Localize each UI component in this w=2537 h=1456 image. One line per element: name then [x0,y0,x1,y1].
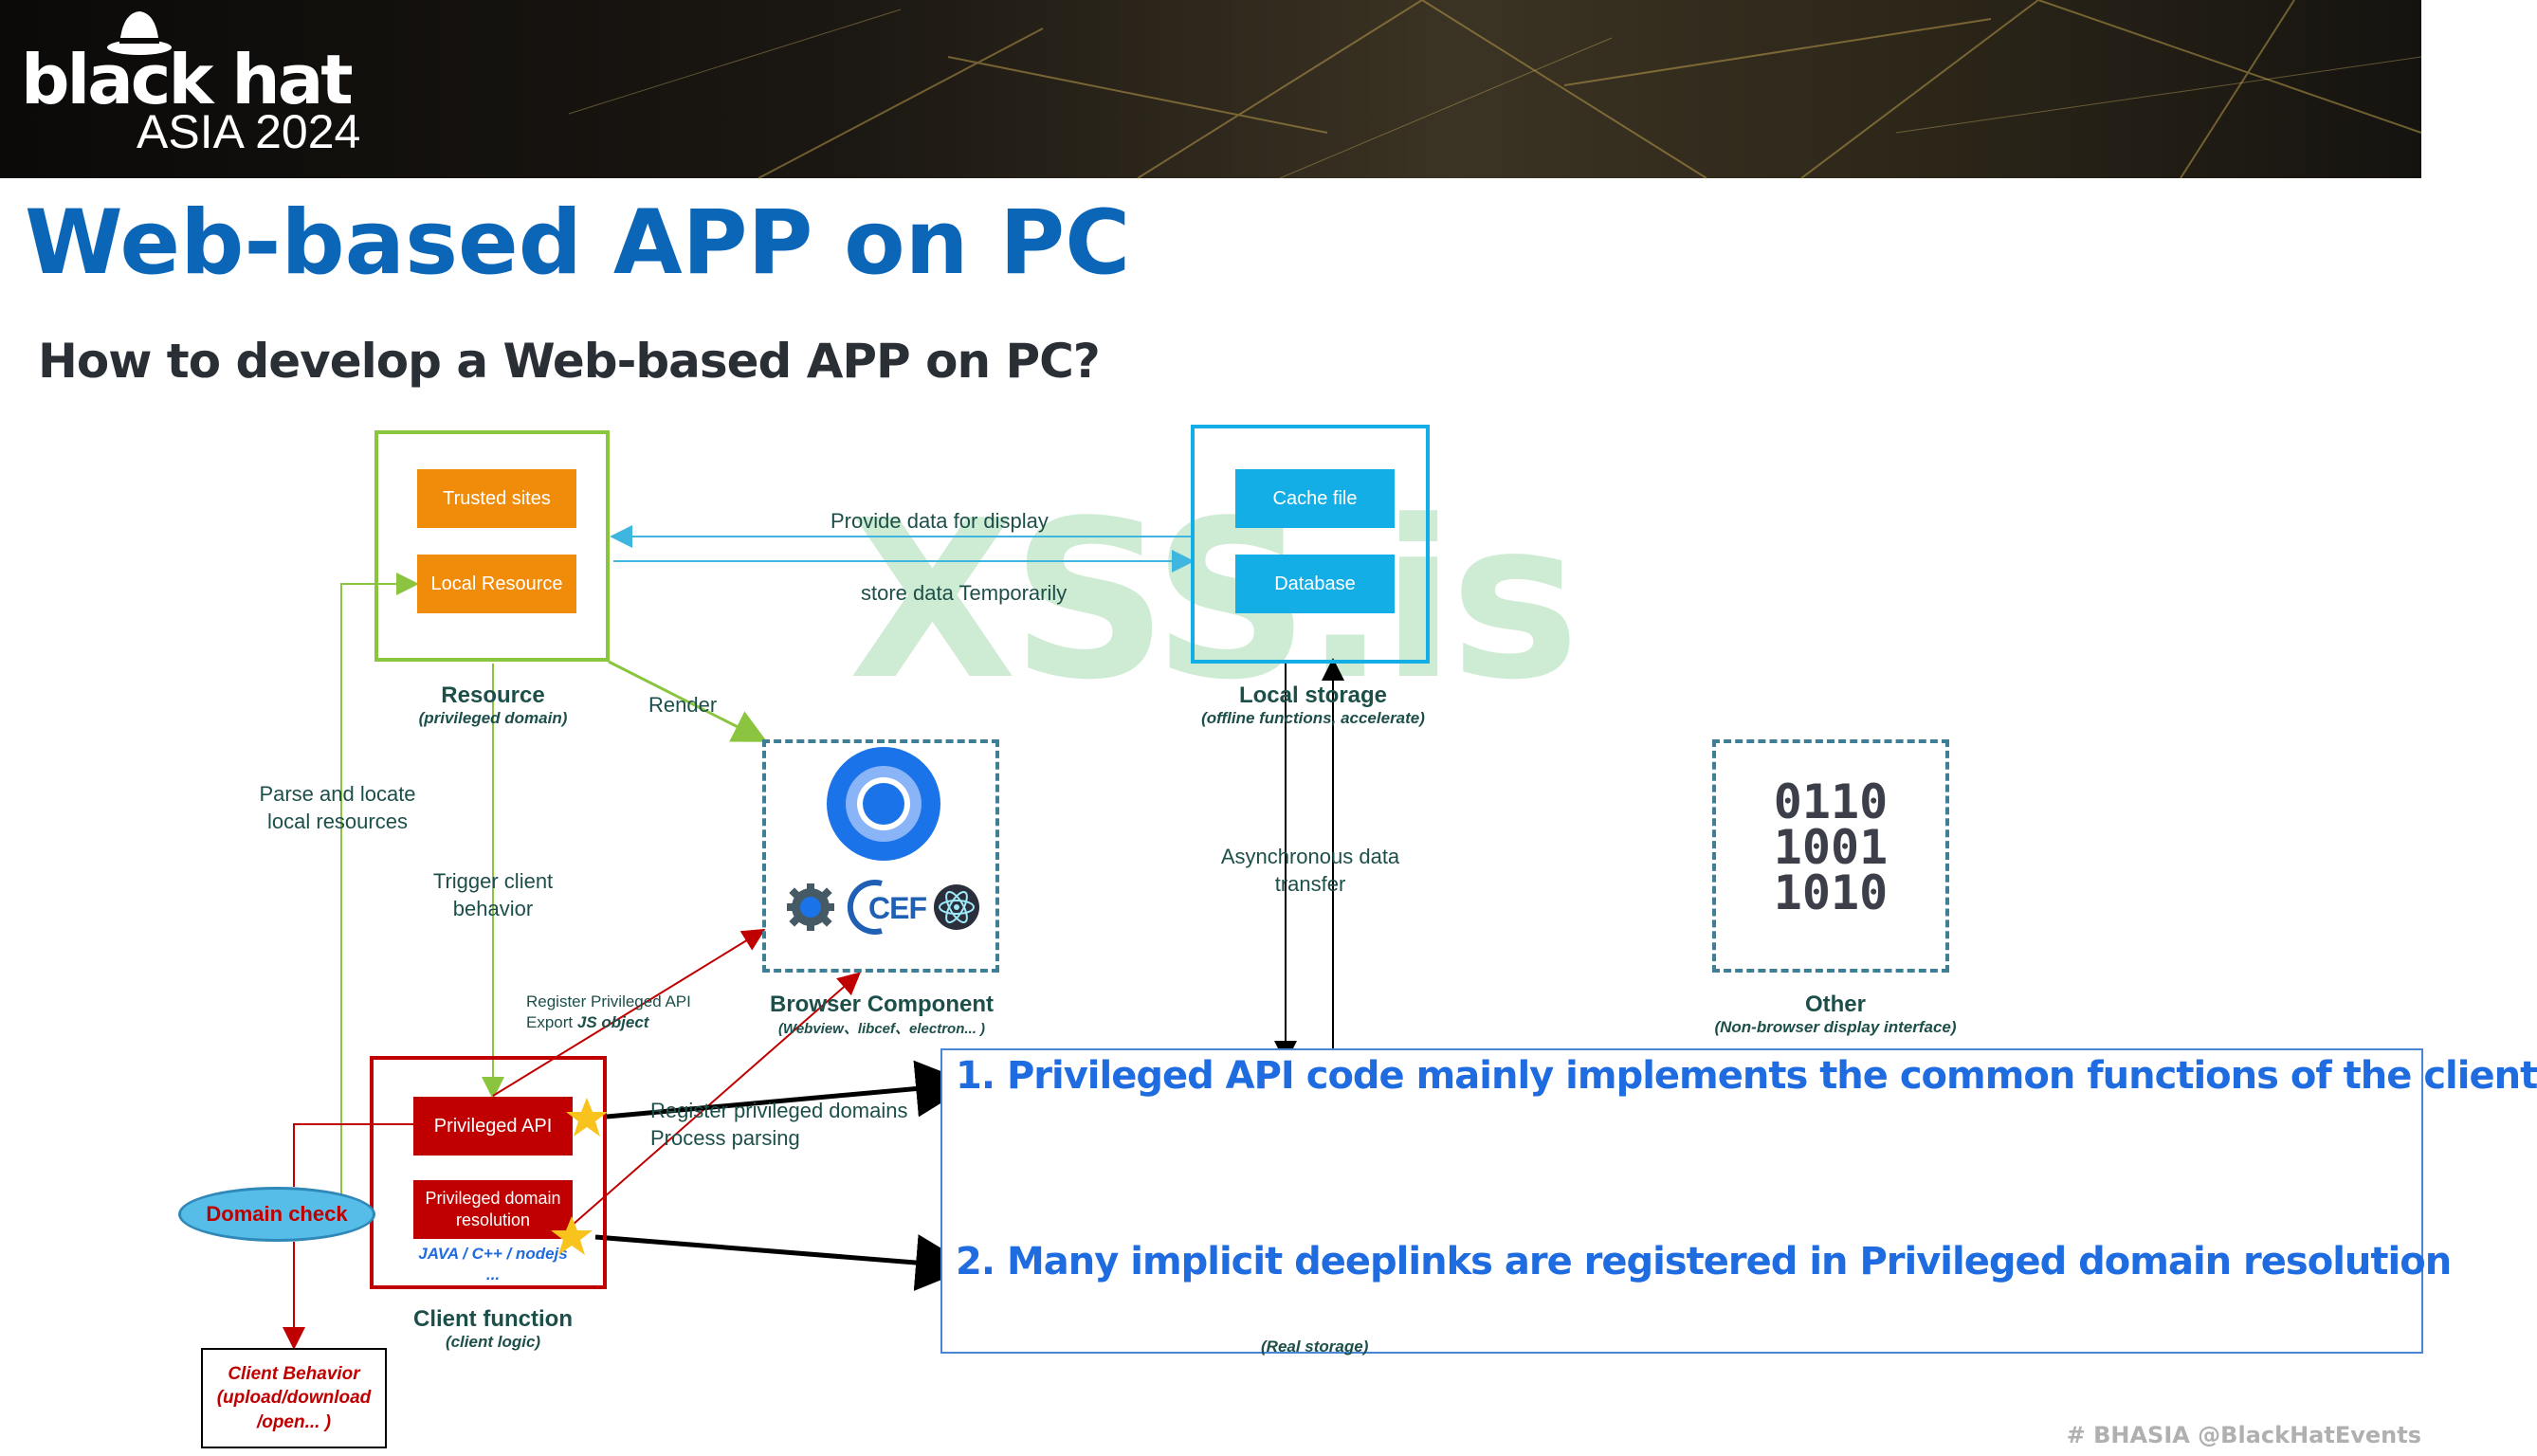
client-title: Client function [413,1306,573,1332]
binary-line-3: 1010 [1773,865,1889,920]
binary-code-icon: 0110 1001 1010 [1712,774,1949,920]
client-function-container [370,1056,607,1289]
webview-gear-icon [787,883,834,931]
resource-caption: Resource (privileged domain) [398,682,588,728]
privileged-api-box: Privileged API [413,1097,573,1156]
browser-caption: Browser Component (Webview、libcef、electr… [739,992,1024,1038]
callout-point-2: 2. Many implicit deeplinks are registere… [956,1240,2452,1283]
render-label: Render [648,693,718,717]
callout-point-1: 1. Privileged API code mainly implements… [956,1054,2537,1098]
async-transfer-line1: Asynchronous data [1220,845,1400,868]
register-domains-label: Register privileged domains Process pars… [650,1098,907,1152]
client-languages-ellipsis: ... [485,1265,501,1284]
domain-check-api-connector [293,1123,413,1187]
privileged-domain-box: Privileged domain resolution [413,1180,573,1239]
cef-label: CEF [868,891,927,925]
callout-box: 1. Privileged API code mainly implements… [940,1048,2537,1354]
binary-line-1: 0110 [1773,774,1889,829]
other-container [1712,739,1949,973]
trigger-behavior-line1: Trigger client [432,869,554,893]
register-domains-line1: Register privileged domains [650,1099,908,1122]
other-title: Other [1804,992,1866,1017]
page-subtitle: How to develop a Web-based APP on PC? [38,334,1101,389]
callout-arrow-1 [606,1060,973,1119]
local-storage-title: Local storage [1238,682,1388,708]
local-storage-caption: Local storage (offline functions, accele… [1180,682,1446,728]
partially-hidden-label: (Real storage) [1261,1338,1369,1356]
resource-container [374,430,610,662]
register-api-arrow [492,928,766,1097]
provide-data-label: Provide data for display [830,509,1049,533]
browser-subtitle: (Webview、libcef、electron... ) [777,1021,986,1037]
parse-locate-line1: Parse and locate [259,782,416,806]
async-transfer-line2: transfer [1274,871,1346,896]
local-resource-box: Local Resource [417,555,576,613]
domain-check-label: Domain check [206,1202,348,1226]
register-domains-line2: Process parsing [650,1125,800,1150]
register-domains-arrow [572,972,862,1226]
client-caption: Client function (client logic) [398,1306,588,1352]
client-behavior-line2: (upload/download [216,1388,372,1409]
async-transfer-label: Asynchronous data transfer [1215,844,1405,898]
register-api-label: Register Privileged API Export JS object [526,992,691,1033]
privileged-domain-line1: Privileged domain [425,1188,561,1208]
client-behavior-line1: Client Behavior [228,1363,360,1384]
trusted-sites-box: Trusted sites [417,469,576,528]
render-arrow [608,660,768,742]
register-api-line1: Register Privileged API [526,992,691,1010]
parse-locate-line2: local resources [267,809,408,833]
resource-title: Resource [441,682,545,708]
electron-icon [934,884,979,930]
callout-arrow-2 [594,1234,973,1291]
trigger-behavior-label: Trigger client behavior [398,868,588,922]
event-label: ASIA 2024 [137,105,361,158]
privileged-domain-line2: resolution [455,1210,531,1229]
local-storage-container [1191,425,1430,664]
star-icon [551,1216,593,1255]
footer-hashtag: # BHASIA @BlackHatEvents [2066,1422,2421,1448]
domain-check-ellipse: Domain check [178,1187,375,1242]
star-icon [566,1098,608,1137]
store-data-label: store data Temporarily [861,581,1068,605]
spy-hat-icon [107,11,172,55]
header-banner: black hat ASIA 2024 [0,0,2422,179]
other-caption: Other (Non-browser display interface) [1693,992,1978,1037]
browser-component-container [762,739,999,973]
client-behavior-box: Client Behavior (upload/download /open..… [201,1348,387,1448]
binary-line-2: 1001 [1773,820,1889,875]
parse-locate-arrow [340,573,419,1211]
client-subtitle: (client logic) [445,1333,541,1351]
client-languages: JAVA / C++ / nodejs ... [398,1244,588,1285]
cache-file-box: Cache file [1235,469,1395,528]
chrome-icon [827,747,940,861]
page-title: Web-based APP on PC [25,191,1131,295]
resource-subtitle: (privileged domain) [418,709,568,727]
trigger-behavior-line2: behavior [452,896,534,920]
banner-background [0,0,2422,179]
blackhat-logo: black hat [21,40,354,119]
cef-logo-icon: CEF [847,878,927,935]
database-box: Database [1235,555,1395,613]
browser-title: Browser Component [769,992,994,1017]
parse-locate-label: Parse and locate local resources [243,781,432,835]
other-subtitle: (Non-browser display interface) [1714,1018,1957,1036]
diagram-connectors [283,525,1344,1350]
local-storage-subtitle: (offline functions, accelerate) [1201,709,1425,727]
client-behavior-line3: /open... ) [256,1411,332,1432]
register-api-line2-prefix: Export [526,1013,577,1032]
client-languages-list: JAVA / C++ / nodejs [418,1245,568,1263]
watermark: XSS.is [849,475,1579,728]
register-api-line2-bold: JS object [576,1013,649,1032]
